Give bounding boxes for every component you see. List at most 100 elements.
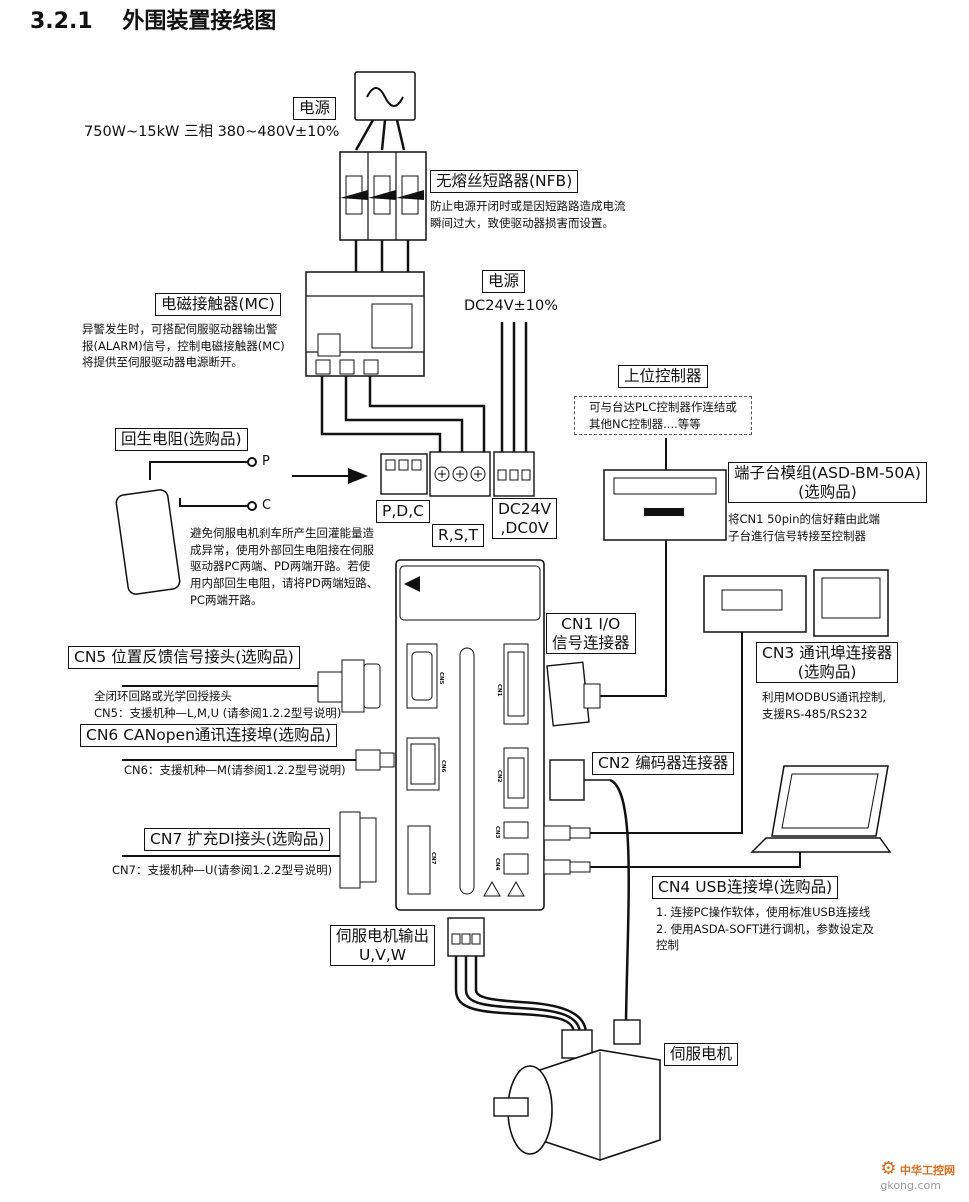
host-desc-line: 其他NC控制器....等等	[589, 416, 701, 431]
drive-label-cn4: CN4	[494, 858, 500, 871]
watermark-url: gkong.com	[880, 1179, 941, 1192]
cn7-description: CN7：支援机种—U(请参阅1.2.2型号说明)	[112, 862, 332, 879]
regen-label: 回生电阻(选购品)	[115, 428, 248, 451]
servo-motor-label: 伺服电机	[664, 1043, 739, 1066]
cn2-label: CN2 编码器连接器	[592, 752, 735, 775]
cn1-label-line: 信号连接器	[552, 633, 630, 652]
cn7-desc-line: CN7：支援机种—U(请参阅1.2.2型号说明)	[112, 863, 333, 877]
cn5-desc-line: 全闭环回路或光学回授接头	[94, 689, 232, 703]
dc24v-terminal-block	[493, 451, 535, 497]
terminal-module	[603, 438, 727, 541]
regen-terminal-p: P	[262, 454, 270, 469]
cn6-connector	[122, 749, 395, 771]
cn6-desc-line: CN6：支援机种—M(请参阅1.2.2型号说明)	[124, 763, 346, 777]
section-number: 3.2.1	[30, 9, 93, 34]
dc-power-label: 电源	[482, 270, 526, 293]
dc-terminal-line: ,DC0V	[500, 518, 549, 537]
mc-to-rst-wires	[320, 376, 486, 452]
terminal-module-desc-line: 将CN1 50pin的信好藉由此端	[728, 512, 881, 526]
cn2-connector	[549, 759, 630, 1021]
motor-output-line: 伺服电机输出	[336, 927, 430, 945]
mc-label: 电磁接触器(MC)	[155, 293, 281, 316]
motor-output-label: 伺服电机输出 U,V,W	[330, 925, 436, 967]
nfb-desc-line: 瞬间过大，致使驱动器损害而设置。	[430, 215, 614, 230]
mc-desc-line: 报(ALARM)信号，控制电磁接触器(MC)	[82, 338, 285, 353]
motor-output-line: U,V,W	[358, 945, 407, 964]
watermark: ⚙ 中华工控网 gkong.com	[880, 1158, 955, 1192]
laptop-pc	[750, 765, 892, 853]
terminal-module-line: 端子台模组(ASD-BM-50A)	[734, 464, 921, 482]
cn1-label: CN1 I/O 信号连接器	[546, 613, 636, 655]
cn4-label: CN4 USB连接埠(选购品)	[652, 876, 839, 899]
cn5-label: CN5 位置反馈信号接头(选购品)	[68, 646, 300, 669]
servo-drive	[395, 559, 545, 911]
cn4-desc-line: 1. 连接PC操作软体，使用标准USB连接线	[656, 905, 871, 919]
dc-terminal-line: DC24V	[498, 500, 552, 518]
cn6-label: CN6 CANopen通讯连接埠(选购品)	[80, 724, 338, 747]
cn3-desc-line: 利用MODBUS通讯控制,	[762, 690, 887, 704]
regen-desc-line: 驱动器PC两端、PD两端开路。若使	[190, 559, 371, 574]
regen-resistor	[115, 457, 257, 595]
mc-description: 异警发生时，可搭配伺服驱动器输出警 报(ALARM)信号，控制电磁接触器(MC)…	[82, 321, 285, 371]
watermark-gear-icon: ⚙	[880, 1158, 897, 1179]
cn3-label-line: CN3 通讯埠连接器	[762, 644, 893, 662]
dc24v-wires	[500, 322, 528, 452]
drive-label-cn7: CN7	[430, 852, 436, 865]
drive-label-cn5: CN5	[438, 672, 444, 685]
regen-desc-line: 避免伺服电机刹车所产生回灌能量造	[190, 526, 374, 540]
ac-source-icon	[354, 71, 416, 121]
servo-motor	[493, 1019, 661, 1161]
cn5-desc-line: CN5：支援机种—L,M,U (请参阅1.2.2型号说明)	[94, 705, 342, 720]
drive-label-cn1: CN1	[496, 684, 502, 697]
terminal-module-label: 端子台模组(ASD-BM-50A) (选购品)	[728, 462, 927, 504]
rst-terminal-block	[429, 451, 491, 497]
cn6-description: CN6：支援机种—M(请参阅1.2.2型号说明)	[124, 762, 346, 779]
cn3-desc-line: 支援RS-485/RS232	[762, 706, 868, 721]
cn3-description: 利用MODBUS通讯控制, 支援RS-485/RS232	[762, 689, 886, 722]
cn4-desc-line: 控制	[656, 938, 679, 953]
pdc-label: P,D,C	[376, 500, 430, 523]
cn5-connector	[122, 659, 381, 713]
cn3-label: CN3 通讯埠连接器 (选购品)	[756, 642, 899, 684]
terminal-module-desc-line: 子台進行信号转接至控制器	[728, 528, 866, 543]
ac-power-spec: 750W~15kW 三相 380~480V±10%	[84, 124, 340, 140]
ac-power-label: 电源	[293, 97, 337, 120]
drive-label-cn3: CN3	[494, 826, 500, 839]
cn7-connector	[122, 811, 377, 889]
watermark-text: 中华工控网	[900, 1164, 955, 1177]
nfb-breaker	[339, 151, 427, 241]
terminal-module-description: 将CN1 50pin的信好藉由此端 子台進行信号转接至控制器	[728, 511, 880, 544]
cn3-plug	[543, 656, 743, 841]
section-heading: 3.2.1 外围装置接线图	[30, 8, 276, 36]
cn4-usb-plug	[543, 852, 801, 875]
cn1-connector	[546, 540, 667, 727]
drive-label-cn6: CN6	[440, 760, 446, 773]
uvw-terminal	[447, 917, 485, 957]
regen-description: 避免伺服电机刹车所产生回灌能量造 成异常，使用外部回生电阻接在伺服 驱动器PC两…	[190, 525, 378, 608]
magnetic-contactor	[305, 271, 425, 377]
nfb-label: 无熔丝短路器(NFB)	[430, 170, 579, 193]
motor-power-cable	[454, 956, 588, 1035]
cn4-description: 1. 连接PC操作软体，使用标准USB连接线 2. 使用ASDA-SOFT进行调…	[656, 904, 874, 954]
host-controller-description: 可与台达PLC控制器作连结或 其他NC控制器....等等	[574, 396, 752, 436]
nfb-description: 防止电源开闭时或是因短路路造成电流 瞬间过大，致使驱动器损害而设置。	[430, 198, 626, 231]
cn5-description: 全闭环回路或光学回授接头 CN5：支援机种—L,M,U (请参阅1.2.2型号说…	[94, 688, 341, 721]
host-desc-line: 可与台达PLC控制器作连结或	[589, 400, 737, 414]
regen-desc-line: PC两端开路。	[190, 592, 263, 607]
dc-power-spec: DC24V±10%	[464, 298, 559, 314]
regen-desc-line: 用内部回生电阻，请将PD两端短路、	[190, 576, 379, 591]
drive-label-cn2: CN2	[496, 770, 502, 783]
regen-terminal-c: C	[262, 498, 272, 513]
host-controller-label: 上位控制器	[618, 365, 708, 388]
mc-desc-line: 异警发生时，可搭配伺服驱动器输出警	[82, 322, 278, 336]
cn3-label-line: (选购品)	[797, 662, 857, 681]
rst-label: R,S,T	[432, 524, 484, 547]
pdc-terminal-block	[380, 453, 428, 495]
cn7-label: CN7 扩充DI接头(选购品)	[144, 828, 331, 851]
nfb-desc-line: 防止电源开闭时或是因短路路造成电流	[430, 199, 626, 213]
dc-terminal-label: DC24V ,DC0V	[492, 498, 558, 540]
section-title: 外围装置接线图	[122, 9, 277, 34]
cn1-label-line: CN1 I/O	[561, 615, 621, 633]
cn4-desc-line: 2. 使用ASDA-SOFT进行调机，参数设定及	[656, 921, 874, 936]
